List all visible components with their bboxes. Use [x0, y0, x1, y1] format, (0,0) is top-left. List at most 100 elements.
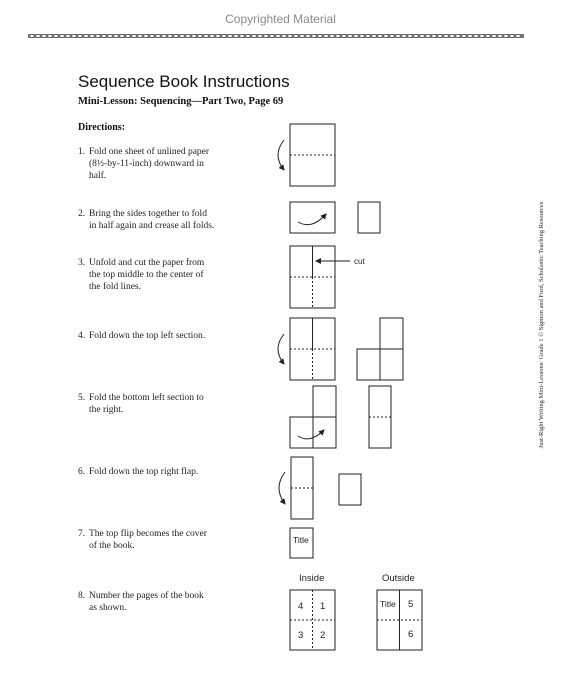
- step-8-inside-diagram: [289, 589, 336, 651]
- chain-link: [443, 34, 449, 38]
- step-8-outside-diagram: [376, 589, 423, 651]
- chain-link: [167, 34, 173, 38]
- chain-link: [497, 34, 503, 38]
- chain-link: [245, 34, 251, 38]
- fold-arrow-icon: [278, 471, 286, 505]
- chain-link: [215, 34, 221, 38]
- chain-link: [239, 34, 245, 38]
- chain-link: [299, 34, 305, 38]
- chain-link: [317, 34, 323, 38]
- chain-link: [227, 34, 233, 38]
- chain-link: [257, 34, 263, 38]
- fold-arrow-icon: [297, 429, 325, 440]
- chain-link: [221, 34, 227, 38]
- chain-link: [287, 34, 293, 38]
- chain-link: [437, 34, 443, 38]
- fold-arrow-icon: [277, 333, 285, 365]
- chain-link: [83, 34, 89, 38]
- chain-link: [473, 34, 479, 38]
- page-number: 3: [298, 630, 303, 641]
- chain-link: [155, 34, 161, 38]
- chain-link: [185, 34, 191, 38]
- chain-link: [503, 34, 509, 38]
- cut-label: cut: [354, 257, 365, 266]
- step-6: 6.Fold down the top right flap.: [78, 467, 199, 477]
- page-number: 1: [320, 601, 325, 612]
- step-8: 8.Number the pages of the book as shown.: [78, 591, 204, 613]
- step-5: 5.Fold the bottom left section to the ri…: [78, 393, 204, 415]
- chain-link: [395, 34, 401, 38]
- step-7-diagram: [289, 527, 314, 559]
- step-4: 4.Fold down the top left section.: [78, 331, 206, 341]
- chain-link: [263, 34, 269, 38]
- chain-link: [233, 34, 239, 38]
- chain-link: [47, 34, 53, 38]
- chain-link: [119, 34, 125, 38]
- chain-link: [125, 34, 131, 38]
- page-number: 4: [298, 601, 303, 612]
- chain-link: [467, 34, 473, 38]
- chain-link: [449, 34, 455, 38]
- chain-link: [323, 34, 329, 38]
- chain-link: [383, 34, 389, 38]
- step-2: 2.Bring the sides together to fold in ha…: [78, 209, 215, 231]
- chain-link: [341, 34, 347, 38]
- chain-link: [131, 34, 137, 38]
- chain-link: [137, 34, 143, 38]
- step-6-diagram: [278, 456, 362, 520]
- chain-link: [251, 34, 257, 38]
- step-4-diagram: [277, 317, 404, 381]
- chain-link: [89, 34, 95, 38]
- chain-link: [431, 34, 437, 38]
- chain-link: [515, 34, 521, 38]
- outside-title-label: Title: [380, 599, 396, 609]
- step-3-diagram: [289, 245, 350, 309]
- chain-link: [359, 34, 365, 38]
- chain-link: [191, 34, 197, 38]
- chain-link: [107, 34, 113, 38]
- chain-link: [179, 34, 185, 38]
- chain-link: [329, 34, 335, 38]
- step-5-diagram: [289, 385, 392, 449]
- page-title: Sequence Book Instructions: [78, 72, 290, 91]
- chain-link: [101, 34, 107, 38]
- chain-link: [347, 34, 353, 38]
- page-number: 5: [408, 599, 413, 610]
- chain-link: [161, 34, 167, 38]
- chain-link: [479, 34, 485, 38]
- chain-link: [29, 34, 35, 38]
- chain-link: [143, 34, 149, 38]
- chain-link: [281, 34, 287, 38]
- chain-link: [209, 34, 215, 38]
- fold-arrow-icon: [277, 139, 285, 171]
- cover-title-label: Title: [293, 535, 309, 545]
- chain-link: [293, 34, 299, 38]
- page-number: 2: [320, 630, 325, 641]
- copyright-header: Copyrighted Material: [225, 12, 336, 26]
- chain-link: [353, 34, 359, 38]
- chain-link: [269, 34, 275, 38]
- chain-link: [377, 34, 383, 38]
- chain-link: [71, 34, 77, 38]
- chain-link: [389, 34, 395, 38]
- step-2-diagram: [289, 201, 381, 234]
- directions-heading: Directions:: [78, 122, 126, 133]
- chain-link: [197, 34, 203, 38]
- chain-link: [401, 34, 407, 38]
- inside-label: Inside: [299, 573, 324, 584]
- chain-divider: [28, 34, 524, 38]
- chain-link: [95, 34, 101, 38]
- chain-link: [149, 34, 155, 38]
- chain-link: [113, 34, 119, 38]
- chain-link: [455, 34, 461, 38]
- chain-link: [425, 34, 431, 38]
- chain-link: [65, 34, 71, 38]
- step-1-diagram: [277, 123, 336, 187]
- chain-link: [509, 34, 515, 38]
- page-subtitle: Mini-Lesson: Sequencing—Part Two, Page 6…: [78, 96, 284, 107]
- chain-link: [407, 34, 413, 38]
- chain-link: [485, 34, 491, 38]
- chain-link: [419, 34, 425, 38]
- page-number: 6: [408, 629, 413, 640]
